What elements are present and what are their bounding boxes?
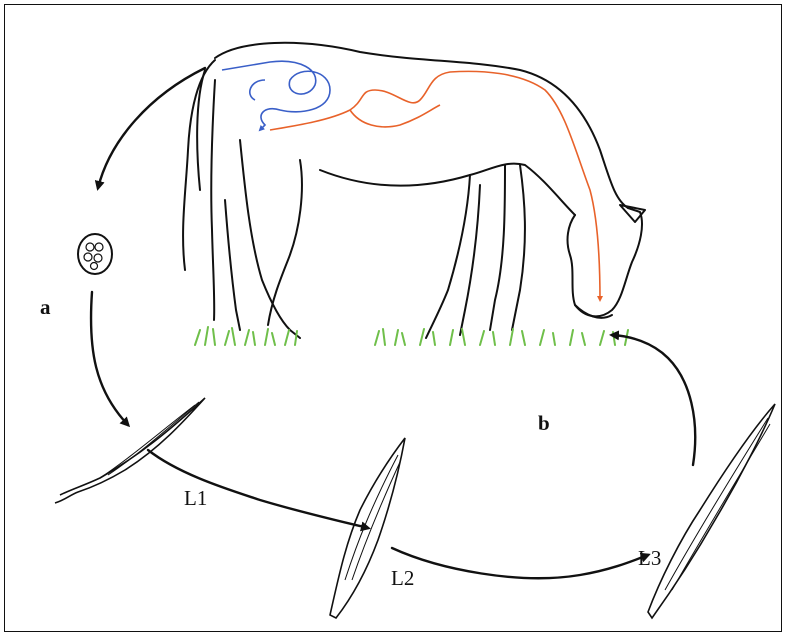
migration-path-blue: [222, 61, 330, 130]
label-l3: L3: [638, 548, 661, 569]
egg-icon: [78, 234, 112, 274]
arrow-l3-to-horse: [612, 335, 695, 465]
arrow-l1-to-l2: [148, 450, 368, 528]
larva-l3: [648, 404, 775, 618]
label-l1: L1: [184, 488, 207, 509]
cycle-arrows: [91, 68, 695, 578]
arrow-egg-to-l1: [91, 292, 128, 425]
grass: [195, 327, 628, 345]
label-a: a: [40, 297, 51, 318]
label-l2: L2: [391, 568, 414, 589]
label-b: b: [538, 413, 550, 434]
arrow-l2-to-l3: [392, 548, 648, 578]
larva-l1: [55, 398, 205, 503]
horse-drawing: [183, 43, 645, 338]
